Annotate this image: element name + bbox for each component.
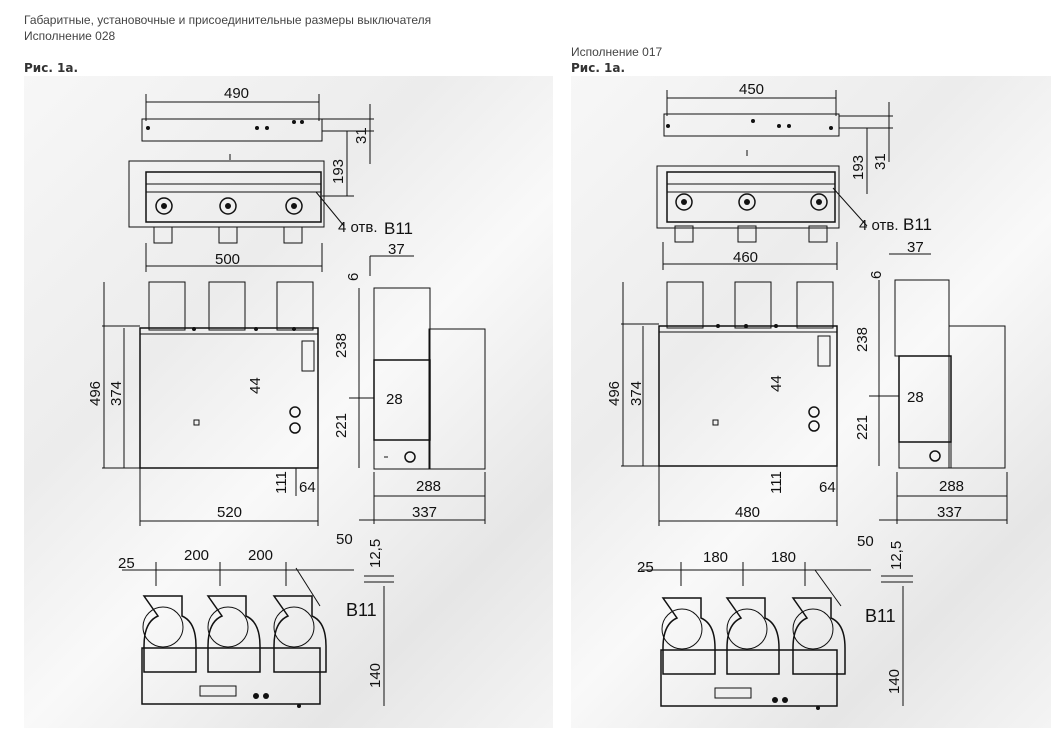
dim-width-28: 28 [386, 391, 403, 408]
side-view [349, 255, 486, 524]
variant-label-left: Исполнение 028 [24, 29, 116, 43]
bottom-view [122, 562, 394, 708]
technical-drawing-right: 450 193 31 4 отв. B11 460 496 374 44 111… [606, 81, 1008, 710]
dim-height-221: 221 [854, 415, 871, 440]
top-view [656, 90, 893, 270]
dim-width-50: 50 [336, 531, 353, 548]
figure-caption-right: Рис. 1а. [571, 61, 626, 75]
variant-label-right: Исполнение 017 [571, 45, 663, 59]
top-view [128, 94, 374, 272]
hole-symbol: B11 [384, 219, 413, 238]
front-view [621, 281, 838, 526]
dim-width-50: 50 [857, 533, 874, 550]
dim-height-496: 496 [606, 381, 623, 406]
dim-width-337: 337 [937, 504, 962, 521]
dim-width-500: 500 [215, 251, 240, 268]
figure-caption-left: Рис. 1а. [24, 61, 79, 75]
dim-width-288: 288 [939, 478, 964, 495]
dim-width-520: 520 [217, 504, 242, 521]
front-view [102, 281, 319, 526]
bottom-view [641, 562, 913, 710]
dim-height-238: 238 [854, 327, 871, 352]
holes-label: 4 отв. [859, 217, 899, 234]
dim-width-180b: 180 [771, 549, 796, 566]
dim-height-193: 193 [330, 159, 347, 184]
dim-width-180a: 180 [703, 549, 728, 566]
dim-height-44: 44 [768, 375, 785, 392]
dim-width-460: 460 [733, 249, 758, 266]
dim-height-31: 31 [353, 127, 370, 144]
dim-height-6: 6 [345, 273, 362, 281]
dim-height-111: 111 [273, 471, 290, 494]
dim-width-480: 480 [735, 504, 760, 521]
dim-width-288: 288 [416, 478, 441, 495]
dim-width-37: 37 [388, 241, 405, 258]
dim-height-374: 374 [108, 381, 125, 406]
dim-height-44: 44 [247, 377, 264, 394]
dim-height-374: 374 [628, 381, 645, 406]
dim-height-496: 496 [87, 381, 104, 406]
dim-height-221: 221 [333, 413, 350, 438]
page-title: Габаритные, установочные и присоединител… [24, 13, 432, 27]
dim-height-12-5: 12,5 [367, 539, 384, 568]
dim-width-200b: 200 [248, 547, 273, 564]
dim-height-140: 140 [886, 669, 903, 694]
dim-width-top: 490 [224, 85, 249, 102]
dim-height-140: 140 [367, 663, 384, 688]
drawing-panel-right: 450 193 31 4 отв. B11 460 496 374 44 111… [571, 76, 1051, 728]
dim-width-200a: 200 [184, 547, 209, 564]
dim-width-337: 337 [412, 504, 437, 521]
hole-symbol-2: B11 [865, 606, 896, 626]
dim-height-12-5: 12,5 [888, 541, 905, 570]
dim-width-64: 64 [299, 479, 316, 496]
dim-width-37: 37 [907, 239, 924, 256]
dim-width-top: 450 [739, 81, 764, 98]
dim-height-238: 238 [333, 333, 350, 358]
dim-width-25: 25 [637, 559, 654, 576]
dim-width-28: 28 [907, 389, 924, 406]
drawing-panel-left: 490 193 31 4 отв. B11 500 496 374 44 111… [24, 76, 553, 728]
side-view [869, 253, 1008, 524]
dim-height-6: 6 [868, 271, 885, 279]
technical-drawing-left: 490 193 31 4 отв. B11 500 496 374 44 111… [87, 85, 486, 708]
dim-width-25: 25 [118, 555, 135, 572]
dim-height-31: 31 [872, 153, 889, 170]
holes-label: 4 отв. [338, 219, 378, 236]
dim-width-64: 64 [819, 479, 836, 496]
dim-height-193: 193 [850, 155, 867, 180]
hole-symbol-2: B11 [346, 600, 377, 620]
dim-height-111: 111 [768, 471, 785, 494]
hole-symbol: B11 [903, 215, 932, 234]
